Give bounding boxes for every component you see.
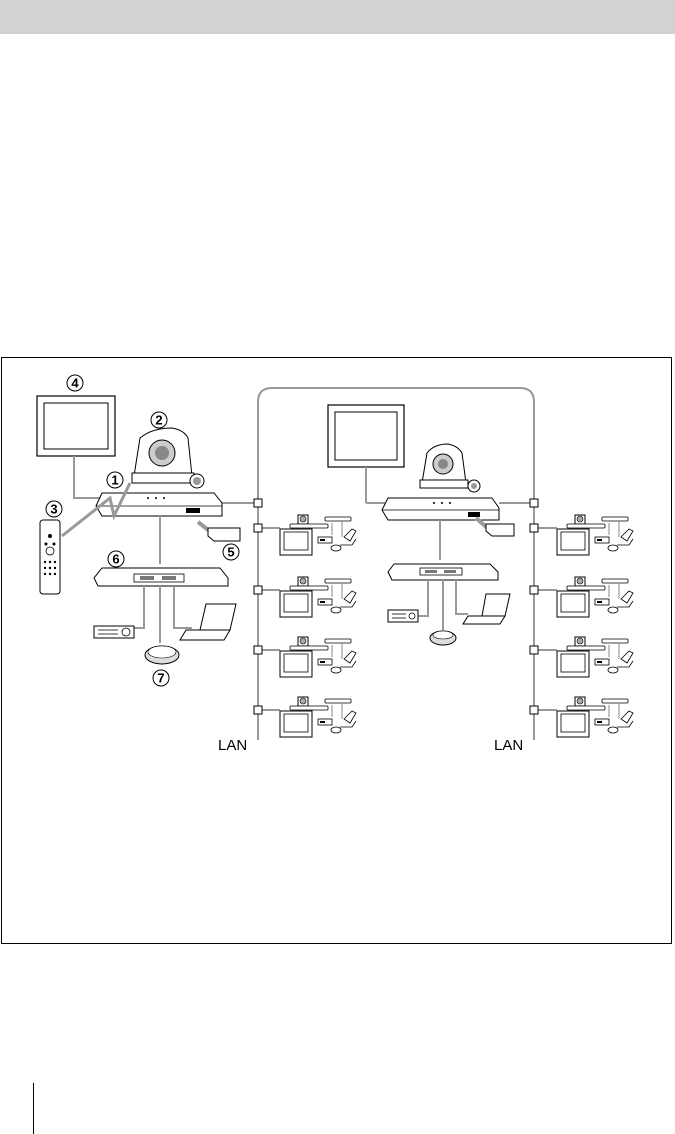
remote-control-icon <box>40 520 60 594</box>
laptop-icon <box>180 604 236 640</box>
callout-6: 6 <box>112 552 119 567</box>
memory-card-icon <box>208 528 240 541</box>
margin-rule <box>33 1083 34 1134</box>
callout-5: 5 <box>227 545 234 560</box>
callout-1: 1 <box>111 473 118 488</box>
lan-label-left: LAN <box>218 737 247 754</box>
callout-3: 3 <box>50 502 57 517</box>
section-header-bar <box>0 0 675 34</box>
callout-4: 4 <box>71 376 79 391</box>
system-configuration-diagram: 1 2 3 4 5 6 7 LAN LAN <box>1 357 672 944</box>
lan-label-right: LAN <box>494 737 523 754</box>
callout-7: 7 <box>157 671 164 686</box>
callout-2: 2 <box>155 413 162 428</box>
